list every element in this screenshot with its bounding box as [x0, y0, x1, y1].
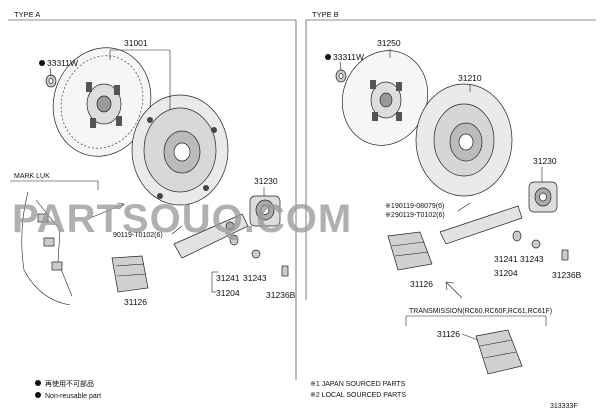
- type-a-header: TYPE A: [8, 10, 297, 380]
- label-31241-b[interactable]: 31241: [494, 254, 518, 264]
- label-31243-b[interactable]: 31243: [520, 254, 544, 264]
- label-31001[interactable]: 31001: [124, 38, 148, 48]
- clip-31241-b[interactable]: [512, 230, 522, 242]
- legend: 再使用不可部品 Non-reusable part: [35, 379, 101, 400]
- clutch-disc-b[interactable]: [329, 39, 441, 158]
- label-31250[interactable]: 31250: [377, 38, 401, 48]
- note-1: ※1 JAPAN SOURCED PARTS: [310, 381, 406, 388]
- label-31204-a[interactable]: 31204: [216, 288, 240, 298]
- bearing-33311w-a[interactable]: [45, 74, 57, 88]
- label-90119-08079[interactable]: 90119-08079(6): [395, 203, 444, 210]
- legend-item2: Non-reusable part: [45, 393, 101, 400]
- bolt-31236b-a[interactable]: [281, 265, 289, 277]
- release-fork-31204-b[interactable]: [439, 205, 523, 245]
- label-31230-b[interactable]: 31230: [533, 156, 557, 166]
- label-31241-a[interactable]: 31241: [216, 273, 240, 283]
- type-b-title: TYPE B: [312, 10, 339, 19]
- label-31230-a[interactable]: 31230: [254, 176, 278, 186]
- transmission-title: TRANSMISSION(RC60,RC60F,RC61,RC61F): [409, 308, 552, 315]
- bearing-33311w-b[interactable]: [335, 69, 347, 83]
- type-a-title: TYPE A: [14, 10, 40, 19]
- label-31236b-a[interactable]: 31236B: [266, 290, 296, 300]
- diagram-id: 313333F: [550, 403, 578, 410]
- notes: ※1 JAPAN SOURCED PARTS ※2 LOCAL SOURCED …: [310, 381, 406, 399]
- clip-31241-a[interactable]: [229, 234, 239, 246]
- legend-dot-icon: [35, 380, 41, 386]
- non-reusable-marker-icon: [325, 54, 331, 60]
- label-90119-t0102-b[interactable]: 90119-T0102(6): [395, 212, 445, 219]
- label-90119-a[interactable]: 90119-T0102(6): [113, 232, 163, 239]
- non-reusable-marker-icon: [39, 60, 45, 66]
- boot-31126-a[interactable]: [111, 255, 149, 293]
- watermark: PARTSOUQ.COM: [12, 197, 352, 241]
- label-31126-transmission[interactable]: 31126: [437, 329, 460, 339]
- label-31236b-b[interactable]: 31236B: [552, 270, 582, 280]
- clutch-cover-a[interactable]: [131, 94, 229, 206]
- legend-item1: 再使用不可部品: [45, 379, 94, 388]
- label-31126-a[interactable]: 31126: [124, 297, 147, 307]
- legend-dot-icon: [35, 392, 41, 398]
- clutch-disc-a[interactable]: [38, 34, 166, 170]
- pivot-31243-a[interactable]: [251, 249, 261, 259]
- label-33311w-a[interactable]: 33311W: [47, 58, 78, 68]
- mark-luk-title: MARK LUK: [14, 173, 50, 180]
- label-31204-b[interactable]: 31204: [494, 268, 518, 278]
- note-mark-1: ※1: [385, 203, 395, 210]
- boot-31126-b[interactable]: [387, 231, 433, 271]
- transmission-inset: TRANSMISSION(RC60,RC60F,RC61,RC61F): [405, 308, 552, 326]
- release-bearing-31230-a[interactable]: [249, 195, 281, 227]
- arrow-a: [89, 202, 125, 219]
- arrow-b: [445, 281, 463, 299]
- label-31126-b[interactable]: 31126: [410, 279, 433, 289]
- label-31243-a[interactable]: 31243: [243, 273, 267, 283]
- type-b-header: TYPE B: [305, 10, 596, 300]
- boot-31126-transmission[interactable]: [475, 329, 523, 375]
- mark-luk-inset: MARK LUK: [10, 173, 99, 306]
- release-fork-31204-a[interactable]: [173, 213, 249, 259]
- note-mark-2: ※2: [385, 212, 395, 219]
- label-33311w-b[interactable]: 33311W: [333, 52, 364, 62]
- release-bearing-31230-b[interactable]: [528, 181, 558, 213]
- bolt-31236b-b[interactable]: [561, 249, 569, 261]
- clutch-cover-b[interactable]: [415, 83, 513, 197]
- label-31210[interactable]: 31210: [458, 73, 482, 83]
- pivot-31243-b[interactable]: [531, 239, 541, 249]
- note-2: ※2 LOCAL SOURCED PARTS: [310, 392, 406, 399]
